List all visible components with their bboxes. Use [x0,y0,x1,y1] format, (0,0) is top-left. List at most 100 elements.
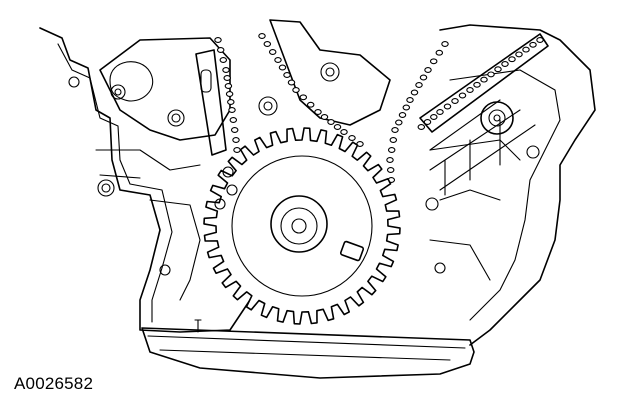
chain-link [435,49,444,56]
crankshaft-hub [270,195,328,253]
locating-hole-1 [222,166,234,178]
center-head-casting [269,19,391,126]
bolt-left-lower [159,264,171,276]
right-guide-lattice [429,99,536,196]
chain-link [348,135,356,141]
chain-link [466,87,474,93]
oil-pan-flange [147,335,466,361]
chain-link [473,81,481,88]
chain-link [423,119,432,125]
chain-link [395,119,403,126]
chain-link [314,109,322,115]
crankshaft-bore [291,218,307,234]
chain-link [429,58,438,65]
chain-link [292,87,300,93]
chain-link [458,92,467,99]
chain-link [480,76,488,83]
chain-link [230,127,239,133]
chain-link [387,147,396,153]
bolt-head-left-2-inner [171,113,181,123]
chain-link [233,147,241,153]
crankshaft-hub-inner [280,207,318,245]
chain-link [274,57,282,63]
chain-link [410,89,419,96]
chain-link [398,112,407,118]
chain-link [508,56,516,63]
chain-link [219,57,228,63]
engine-block-left-inner [57,43,173,323]
chain-link [386,167,395,173]
chain-link [402,104,411,111]
chain-link [487,71,495,78]
chain-link [515,51,523,58]
figure-id-label: A0026582 [14,374,94,393]
locating-hole-3 [214,198,226,210]
chain-link [494,66,502,73]
chain-link [443,103,452,110]
chain-link [222,67,230,73]
locating-hole-2 [226,184,238,196]
right-timing-chain [386,37,544,183]
chain-link [424,67,432,73]
chain-link [320,114,329,120]
right-chain-guide [419,33,549,133]
chain-link [391,127,399,133]
chain-link [224,83,233,89]
chain-link [287,79,296,86]
chain-link [386,157,394,163]
engine-block-left-outline [39,27,251,333]
chain-link [232,137,240,143]
tensioner-pulley-inner [488,109,506,127]
chain-link [278,64,287,71]
chain-link [522,46,530,53]
chain-link [229,117,238,123]
bolt-head-center-2 [258,96,278,116]
chain-link [501,61,509,67]
left-head-boss [109,61,153,102]
chain-link [536,37,544,43]
oil-pan-bolt [194,319,202,333]
chain-link [327,119,335,125]
engine-block-left-rib [95,149,201,301]
bolt-head-left-1-inner [114,88,122,96]
chain-link [436,109,444,115]
chain-link [417,124,426,130]
engine-block-right-inner [449,69,561,321]
chain-link [389,137,398,143]
chain-link [263,41,272,47]
chain-link [451,98,459,104]
oil-pan [141,327,475,379]
timing-key [339,240,365,262]
chain-link [283,72,291,78]
chain-link [306,101,315,108]
center-timing-chain [258,33,364,147]
bolt-head-left-3-inner [101,183,111,193]
left-chain-guide [195,49,227,156]
chain-link [268,49,277,55]
bolt-left-upper [68,76,80,88]
bolt-right-lower [434,262,446,274]
bolt-head-center-2-inner [263,101,273,111]
chain-link [333,124,342,130]
left-timing-chain [214,37,241,153]
bolt-head-left-3 [97,179,115,197]
gear-inner-ring [231,155,373,297]
chain-link [419,74,428,81]
chain-link [299,94,308,101]
chain-link [223,75,231,81]
chain-link [430,114,438,120]
bolt-head-center-1 [320,62,340,82]
chain-link [228,107,236,113]
bolt-right-side [526,145,540,159]
chain-link [258,33,266,39]
chain-link [529,41,537,48]
bolt-head-left-2 [167,109,185,127]
chain-link [406,97,414,103]
chain-link [227,99,235,105]
crankshaft-timing-gear [203,127,401,325]
left-guide-slot [200,69,212,93]
chain-link [214,37,222,43]
chain-link [216,47,225,53]
chain-link [441,41,449,47]
